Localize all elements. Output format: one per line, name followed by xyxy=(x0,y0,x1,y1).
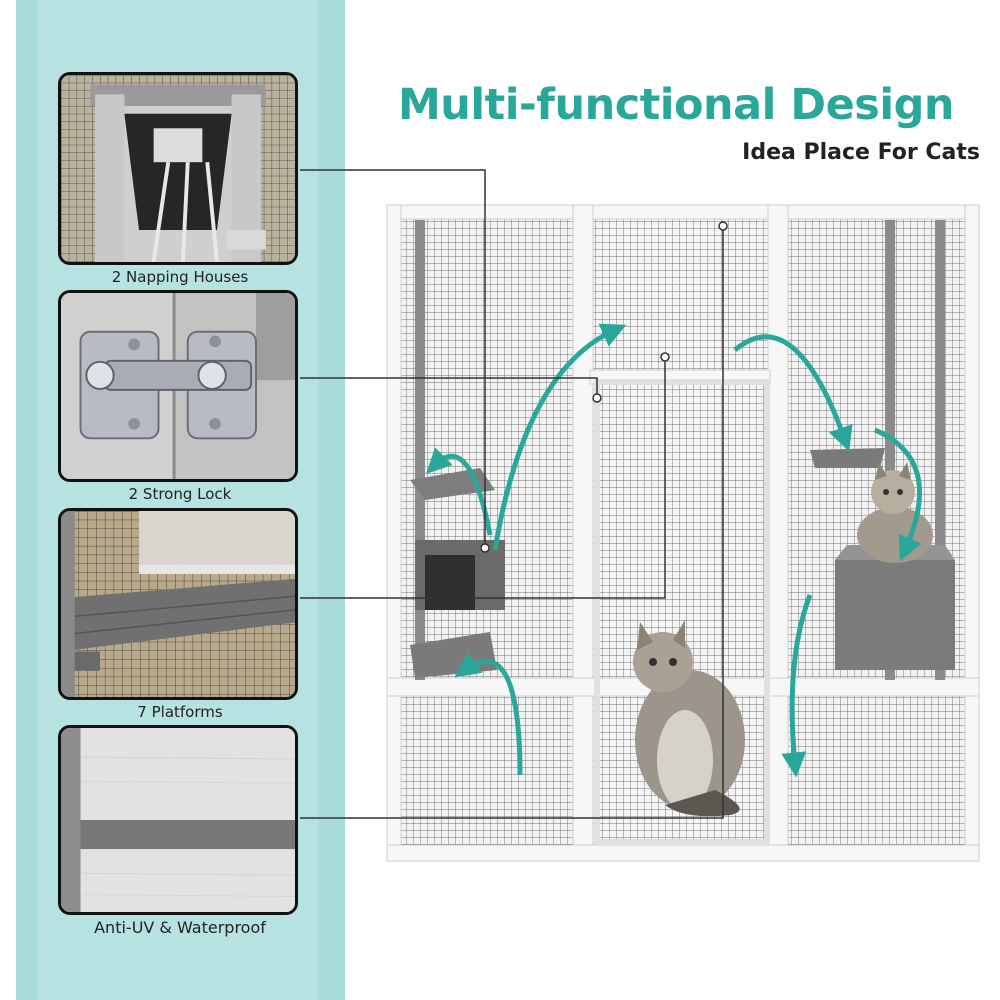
feature-caption-antiuv: Anti-UV & Waterproof xyxy=(94,918,266,937)
wood-panel-photo xyxy=(58,725,298,915)
napping-house-photo xyxy=(58,72,298,265)
cat-enclosure-illustration xyxy=(386,204,980,862)
platform-photo xyxy=(58,508,298,700)
lock-photo xyxy=(58,290,298,482)
page-title: Multi-functional Design xyxy=(398,80,954,130)
feature-caption-platforms: 7 Platforms xyxy=(137,703,223,721)
feature-caption-napping: 2 Napping Houses xyxy=(111,268,249,286)
page-subtitle: Idea Place For Cats xyxy=(742,140,980,165)
feature-caption-lock: 2 Strong Lock xyxy=(128,485,232,503)
sidebar-edge xyxy=(0,0,16,1000)
